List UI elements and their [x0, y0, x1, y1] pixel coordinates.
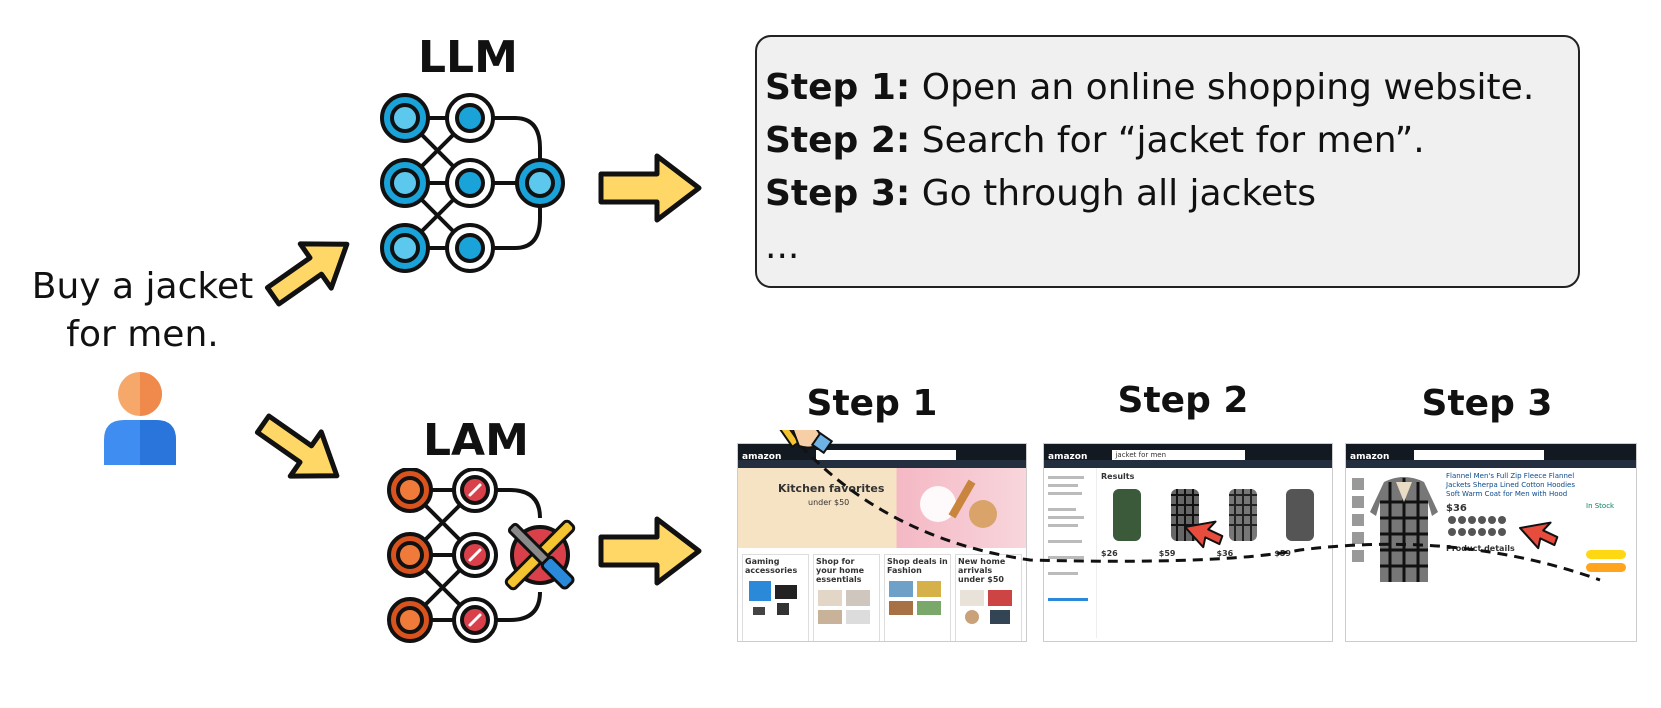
arrow-icon — [598, 153, 702, 223]
product-image — [1370, 477, 1438, 582]
user-icon — [104, 372, 176, 465]
action-path — [771, 430, 1601, 582]
price: $26 — [1101, 549, 1118, 558]
product-details-heading: Product details — [1446, 544, 1515, 553]
add-to-cart-button[interactable] — [1586, 550, 1626, 559]
llm-ellipsis: ... — [765, 226, 800, 267]
store-logo: amazon — [742, 452, 782, 462]
lam-step-1-title: Step 1 — [806, 383, 938, 424]
card-title: Shop for your home essentials — [816, 557, 865, 584]
price: $59 — [1158, 549, 1176, 558]
pointer-hand-icon — [1519, 521, 1559, 550]
product-price: $36 — [1446, 503, 1467, 514]
lam-step-2-screenshot: amazon jacket for men Results $26 $59 $3… — [1043, 443, 1333, 642]
llm-step-2: Step 2: Search for “jacket for men”. — [765, 120, 1425, 161]
banner-sub: under $50 — [808, 498, 850, 507]
results-heading: Results — [1101, 472, 1135, 481]
llm-step-3: Step 3: Go through all jackets — [765, 173, 1316, 214]
card-title: Gaming accessories — [745, 557, 798, 575]
llm-network-icon — [380, 93, 565, 273]
store-header: amazon — [1346, 444, 1636, 462]
llm-step-1: Step 1: Open an online shopping website. — [765, 67, 1535, 108]
arrow-icon — [264, 241, 350, 307]
price: $36 — [1216, 549, 1234, 558]
lam-network-icon — [387, 468, 576, 643]
lam-step-2-title: Step 2 — [1117, 380, 1249, 421]
banner-title: Kitchen favorites — [778, 482, 885, 495]
lam-step-3-screenshot: amazon Flannel Men's Full Zip Fleece Fla… — [1345, 443, 1637, 642]
lam-label: LAM — [423, 415, 529, 466]
stock-status: In Stock — [1586, 502, 1615, 510]
lam-step-1-screenshot: amazon Kitchen favorites under $50 Gamin… — [737, 443, 1027, 642]
pointer-hand-icon — [1184, 520, 1224, 549]
card-title: New home arrivals under $50 — [958, 557, 1006, 584]
product-title: Flannel Men's Full Zip Fleece Flannel Ja… — [1446, 472, 1575, 498]
lam-step-3-title: Step 3 — [1421, 383, 1553, 424]
store-logo: amazon — [1048, 452, 1088, 462]
wrench-icon — [504, 519, 576, 591]
user-instruction: Buy a jacket for men. — [31, 266, 254, 355]
buy-now-button[interactable] — [1586, 563, 1626, 572]
arrow-icon — [254, 413, 340, 479]
arrow-icon — [598, 516, 702, 586]
llm-label: LLM — [418, 32, 518, 83]
store-header: amazon jacket for men — [1044, 444, 1332, 462]
writing-hand-icon — [771, 430, 834, 455]
search-input[interactable]: jacket for men — [1112, 449, 1246, 460]
llm-output-box: Step 1: Open an online shopping website.… — [755, 35, 1580, 288]
store-logo: amazon — [1350, 452, 1390, 462]
card-title: Shop deals in Fashion — [887, 557, 948, 575]
